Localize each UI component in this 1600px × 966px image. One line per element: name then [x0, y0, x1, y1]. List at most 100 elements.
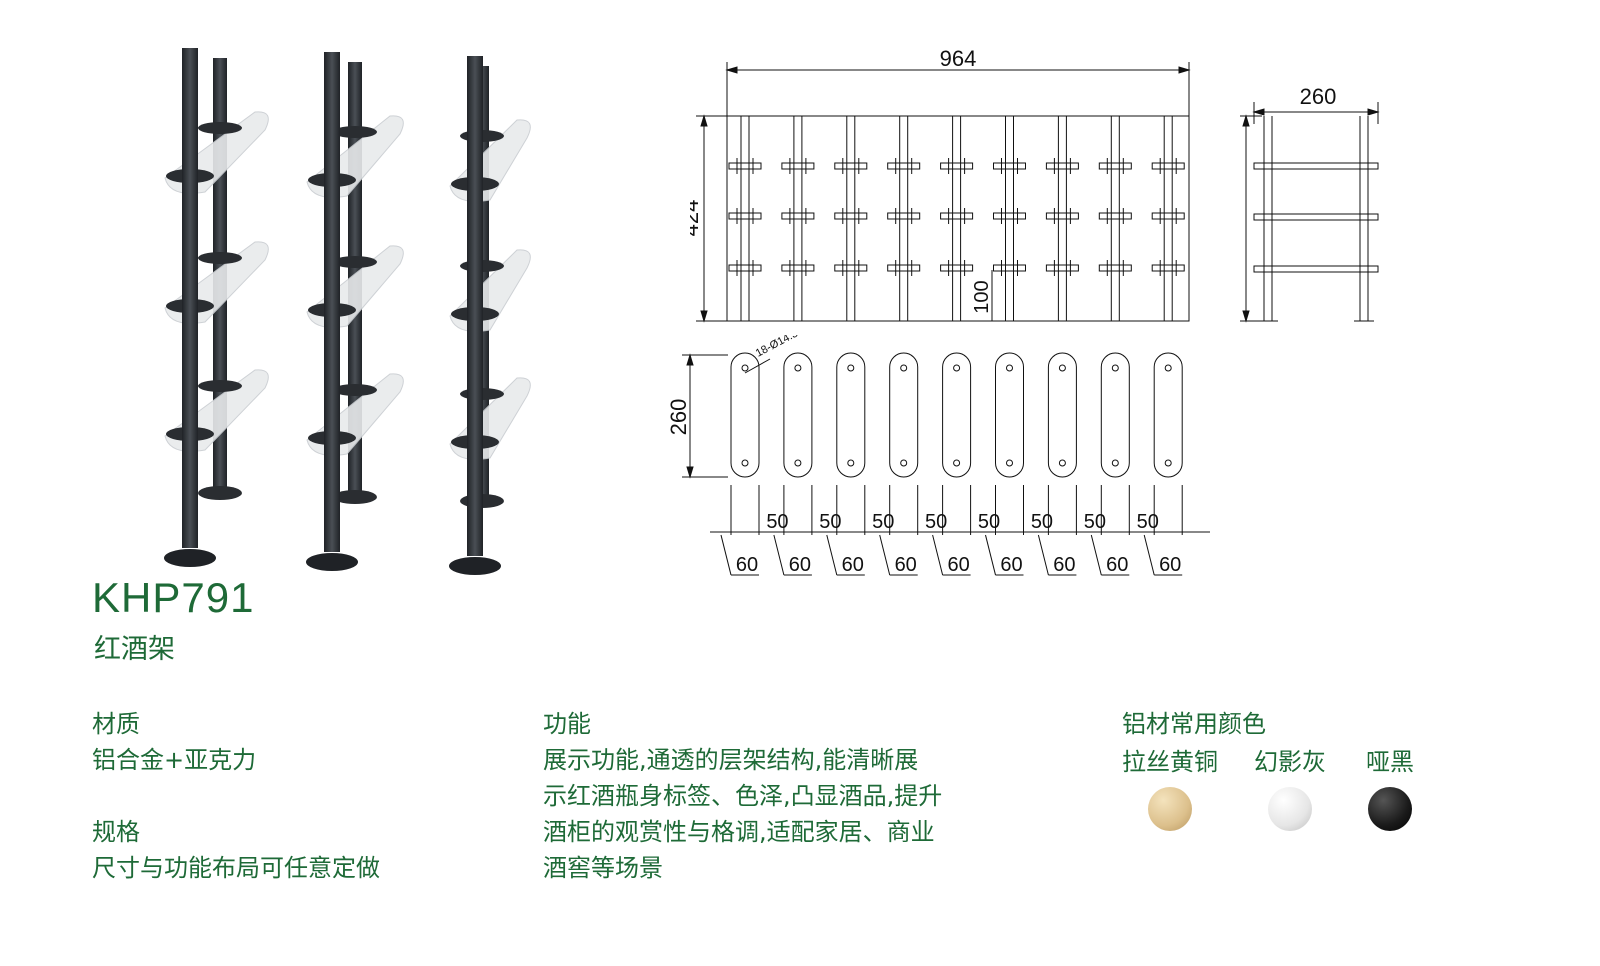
mount-hole	[953, 364, 961, 372]
product-name: 红酒架	[94, 634, 175, 665]
plan-depth-label: 260	[670, 399, 691, 436]
front-elevation-drawing: 964 424 100	[690, 46, 1191, 323]
side-elevation-drawing: 260 424	[1240, 84, 1380, 323]
mount-hole	[741, 459, 749, 467]
shelf-disc	[940, 264, 974, 272]
shelf-plate	[730, 352, 760, 478]
mount-hole	[900, 459, 908, 467]
mount-hole	[1006, 459, 1013, 467]
shelf-collar	[198, 122, 242, 134]
color-swatch	[1148, 787, 1192, 831]
color-label: 拉丝黄铜	[1122, 748, 1218, 776]
shelf-collar	[333, 126, 377, 138]
shelf-disc	[993, 212, 1026, 220]
mount-hole	[900, 364, 908, 372]
color-swatch	[1368, 787, 1412, 831]
shelf-disc	[887, 162, 921, 170]
front-width-label: 964	[940, 46, 977, 71]
mount-hole	[847, 364, 855, 372]
mount-hole	[953, 459, 961, 467]
spec-heading: 规格	[92, 818, 140, 846]
material-block: 材质 铝合金+亚克力	[92, 706, 256, 778]
shelf-plate	[942, 352, 972, 478]
function-line: 展示功能,通透的层架结构,能清晰展	[543, 746, 919, 774]
shelf-disc	[887, 212, 921, 220]
shelf-plate	[836, 352, 866, 478]
front-pole	[182, 48, 198, 548]
function-block: 功能 展示功能,通透的层架结构,能清晰展 示红酒瓶身标签、色泽,凸显酒品,提升 …	[543, 706, 1013, 886]
front-spacing-label: 100	[971, 280, 993, 313]
function-heading: 功能	[543, 710, 591, 738]
shelf-plate	[1100, 352, 1130, 478]
shelf-collar	[198, 380, 242, 392]
color-option-black: 哑黑	[1366, 742, 1414, 831]
shelf-disc	[993, 162, 1026, 170]
plate-gap-label: 50	[819, 511, 841, 533]
shelf-disc	[993, 264, 1026, 272]
dim-leader	[985, 534, 996, 576]
front-pole	[467, 56, 483, 556]
shelf-disc	[1098, 264, 1132, 272]
shelf-disc	[887, 264, 921, 272]
plate-gap-label: 50	[1031, 511, 1053, 533]
side-width-label: 260	[1300, 84, 1337, 109]
plate-width-label: 60	[842, 554, 864, 576]
shelf-disc	[834, 212, 868, 220]
front-foot	[164, 549, 216, 567]
color-option-brass: 拉丝黄铜	[1122, 742, 1218, 831]
mount-hole	[794, 364, 802, 372]
plate-width-label: 60	[895, 554, 917, 576]
mount-hole	[1058, 459, 1066, 467]
plan-hole-label: 18-Ø14.3	[754, 335, 800, 360]
shelf-plate	[995, 352, 1024, 478]
shelf-disc	[781, 162, 815, 170]
mount-hole	[847, 459, 855, 467]
mount-hole	[1006, 364, 1013, 372]
mount-hole	[1111, 459, 1119, 467]
mount-hole	[1164, 459, 1172, 467]
dim-leader	[879, 534, 891, 576]
function-line: 示红酒瓶身标签、色泽,凸显酒品,提升	[543, 782, 943, 810]
plate-width-label: 60	[736, 554, 758, 576]
shelf-disc	[940, 162, 974, 170]
shelf-plate	[783, 352, 813, 478]
colors-heading-block: 铝材常用颜色	[1122, 706, 1266, 742]
colors-heading: 铝材常用颜色	[1122, 710, 1266, 738]
shelf-disc	[1045, 162, 1079, 170]
side-shelf	[1253, 265, 1379, 273]
plate-width-label: 60	[1106, 554, 1128, 576]
shelf-collar	[198, 252, 242, 264]
plate-width-label: 60	[1000, 554, 1022, 576]
mount-hole	[1111, 364, 1119, 372]
dim-leader	[1143, 534, 1155, 576]
color-label: 幻影灰	[1254, 748, 1326, 776]
shelf-plate	[1153, 352, 1183, 478]
shelf-disc	[728, 162, 762, 170]
function-line: 酒柜的观赏性与格调,适配家居、商业	[543, 818, 935, 846]
color-swatch	[1268, 787, 1312, 831]
color-swatches: 拉丝黄铜 幻影灰 哑黑	[1122, 742, 1442, 832]
product-model: KHP791	[92, 574, 255, 621]
mount-hole	[1164, 364, 1172, 372]
plate-width-label: 60	[1159, 554, 1181, 576]
dim-leader	[773, 534, 785, 576]
plate-gap-label: 50	[1137, 511, 1159, 533]
front-foot	[306, 553, 358, 571]
mount-hole	[741, 364, 749, 372]
plate-gap-label: 50	[978, 511, 1000, 533]
shelf-disc	[728, 212, 762, 220]
shelf-disc	[1151, 264, 1185, 272]
plate-gap-label: 50	[925, 511, 947, 533]
dim-leader	[720, 534, 732, 576]
shelf-disc	[834, 264, 868, 272]
shelf-disc	[1151, 162, 1185, 170]
rear-foot	[198, 486, 242, 500]
shelf-plate	[1047, 352, 1077, 478]
spec-block: 规格 尺寸与功能布局可任意定做	[92, 814, 380, 886]
mount-hole	[1058, 364, 1066, 372]
shelf-disc	[834, 162, 868, 170]
shelf-disc	[1098, 212, 1132, 220]
shelf-disc	[1151, 212, 1185, 220]
material-heading: 材质	[92, 710, 140, 738]
